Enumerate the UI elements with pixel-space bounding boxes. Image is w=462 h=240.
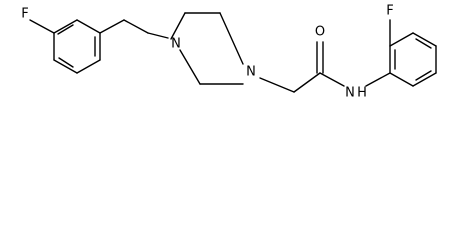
- benzyl-bond-n: [123, 19, 149, 34]
- c-f-bond-left: [29, 19, 55, 34]
- fluorophenyl-ring-left: [53, 19, 101, 74]
- carbonyl-n-bond: [319, 72, 345, 87]
- piperazine-ring: [170, 12, 244, 85]
- n-ch2-bond-top: [147, 32, 169, 39]
- atom-label-fluorine-right: F: [386, 4, 393, 19]
- benzyl-bond-ring: [99, 19, 125, 34]
- chemical-structure-diagram: F N N O N H F: [21, 4, 437, 101]
- atom-label-nitrogen-amide: N: [345, 86, 355, 101]
- atom-label-nitrogen-piperazine-bottom: N: [246, 65, 256, 80]
- atom-label-hydrogen-amide: H: [357, 86, 367, 101]
- atom-label-oxygen-carbonyl: O: [315, 25, 325, 40]
- atom-label-nitrogen-piperazine-top: N: [171, 37, 181, 52]
- ch2-carbonyl-bond: [293, 72, 321, 93]
- fluorophenyl-ring-right: [389, 32, 437, 87]
- atom-label-fluorine-left: F: [21, 7, 28, 22]
- n-aryl-bond: [365, 72, 391, 87]
- n-ch2-bond-bottom: [259, 77, 295, 93]
